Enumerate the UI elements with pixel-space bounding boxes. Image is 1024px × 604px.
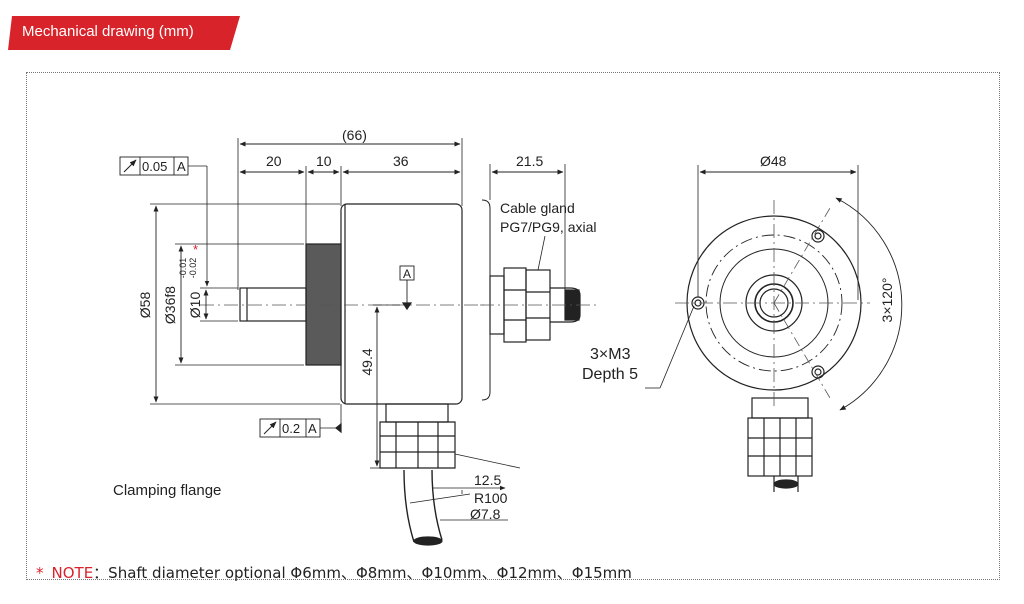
holes-label-line2: Depth 5 — [582, 366, 639, 383]
dim-shaft-tol-lower: -0.02 — [188, 258, 198, 279]
dimension-labels: (66) 20 10 36 0.05 A 0.2 A Ø58 Ø36f8 Ø10… — [137, 127, 895, 522]
dim-runout-datum: A — [177, 159, 186, 174]
shaft-star: * — [193, 242, 198, 257]
dim-spigot-dia: Ø36f8 — [162, 286, 178, 324]
section-header-tab: Mechanical drawing (mm) — [8, 16, 240, 50]
dim-shaft-dia: Ø10 — [187, 292, 203, 319]
dim-shaft-tol-upper: -0.01 — [178, 258, 188, 279]
gland-view — [480, 164, 600, 401]
note-key: NOTE — [51, 564, 94, 582]
bend-radius: R100 — [474, 490, 508, 506]
shaft-note: * NOTE：Shaft diameter optional Φ6mm、Φ8mm、… — [36, 562, 632, 583]
dim-flat-datum: A — [308, 421, 317, 436]
datum-label: A — [403, 267, 411, 281]
front-view — [645, 165, 903, 492]
gland-label-line1: Cable gland — [500, 200, 575, 216]
section-title: Mechanical drawing (mm) — [22, 23, 194, 40]
dim-seg1: 20 — [266, 153, 282, 169]
front-dia: Ø48 — [760, 153, 787, 169]
dim-seg2: 10 — [316, 153, 332, 169]
dim-runout-tol: 0.05 — [142, 159, 167, 174]
dim-flat-tol: 0.2 — [282, 421, 300, 436]
holes-label-line1: 3×M3 — [590, 346, 631, 363]
dim-flange-dia: Ø58 — [137, 292, 153, 319]
dim-body-height: 49.4 — [359, 348, 375, 375]
shaft — [239, 287, 307, 322]
caption-clamping-flange: Clamping flange — [113, 482, 222, 499]
cable-dim: 12.5 — [474, 472, 501, 488]
side-view — [119, 138, 521, 546]
note-star: * — [36, 564, 44, 582]
front-angle: 3×120° — [879, 278, 895, 323]
dim-total: (66) — [342, 127, 367, 143]
dim-seg3: 36 — [393, 153, 409, 169]
gland-label-line2: PG7/PG9, axial — [500, 219, 597, 235]
cable-dia: Ø7.8 — [470, 506, 501, 522]
drawing-frame — [26, 72, 1000, 580]
clamping-flange — [305, 243, 342, 366]
note-text: ：Shaft diameter optional Φ6mm、Φ8mm、Φ10mm… — [93, 564, 632, 582]
gland-length: 21.5 — [516, 153, 543, 169]
